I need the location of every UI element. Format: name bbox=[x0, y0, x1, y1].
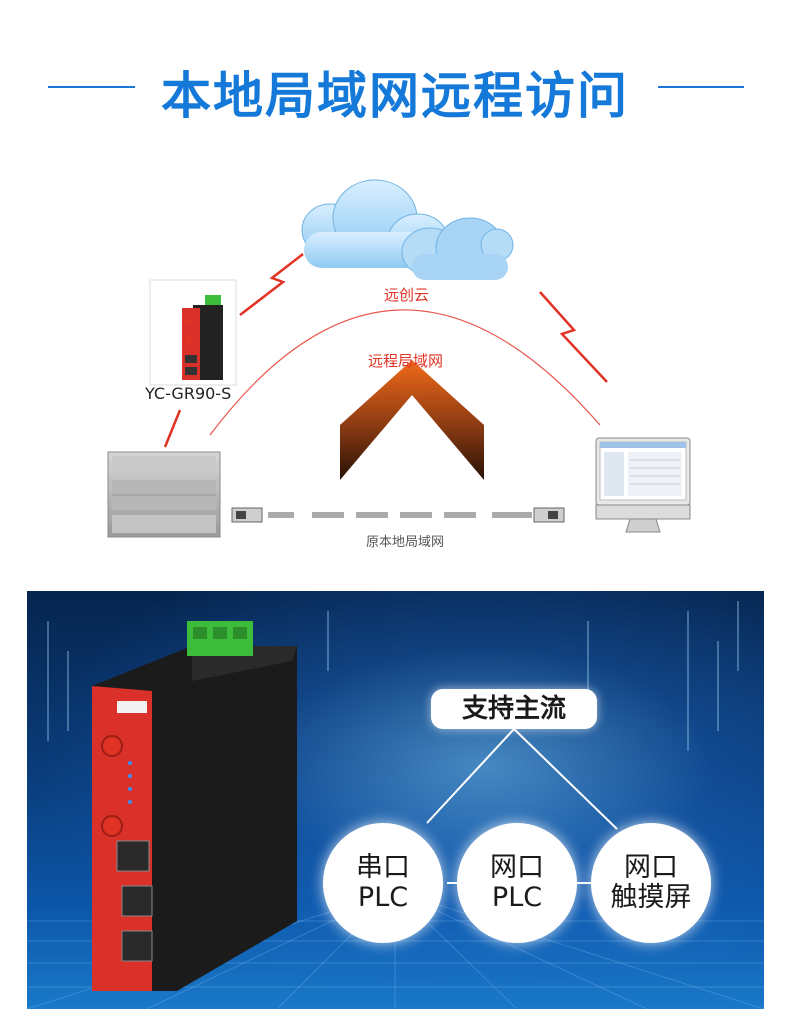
support-heading-badge: 支持主流 bbox=[431, 689, 597, 729]
device-model-label: YC-GR90-S bbox=[145, 384, 232, 403]
computer-icon bbox=[595, 437, 691, 533]
option-serial-plc: 串口 PLC bbox=[323, 823, 443, 943]
plc-device-icon bbox=[107, 451, 221, 538]
router-product-icon bbox=[92, 621, 297, 991]
local-lan-label: 原本地局域网 bbox=[366, 535, 445, 550]
lan-roof-shape bbox=[340, 360, 484, 480]
option-serial-plc-line2: PLC bbox=[357, 882, 409, 913]
router-device-icon bbox=[149, 279, 237, 386]
support-banner bbox=[27, 591, 764, 1009]
option-ethernet-plc-line1: 网口 bbox=[490, 852, 544, 883]
option-serial-plc-line1: 串口 bbox=[356, 852, 410, 883]
page-title: 本地局域网远程访问 bbox=[161, 67, 629, 125]
lightning-right-icon bbox=[539, 291, 608, 383]
option-ethernet-hmi-line2: 触摸屏 bbox=[610, 882, 692, 913]
router-plc-link bbox=[163, 409, 182, 448]
remote-lan-arc bbox=[209, 309, 601, 436]
network-diagram bbox=[107, 179, 691, 538]
option-ethernet-hmi-line1: 网口 bbox=[624, 852, 678, 883]
lightning-left-icon bbox=[239, 253, 304, 316]
cloud-label: 远创云 bbox=[384, 286, 430, 304]
title-left-rule bbox=[48, 86, 135, 88]
cloud-icon bbox=[301, 179, 514, 280]
option-ethernet-plc-line2: PLC bbox=[491, 882, 543, 913]
option-ethernet-hmi: 网口 触摸屏 bbox=[591, 823, 711, 943]
title-right-rule bbox=[658, 86, 744, 88]
banner-tech-background bbox=[27, 601, 764, 1009]
option-ethernet-plc: 网口 PLC bbox=[457, 823, 577, 943]
remote-lan-label: 远程局域网 bbox=[368, 352, 444, 370]
local-lan-cable bbox=[231, 507, 565, 523]
